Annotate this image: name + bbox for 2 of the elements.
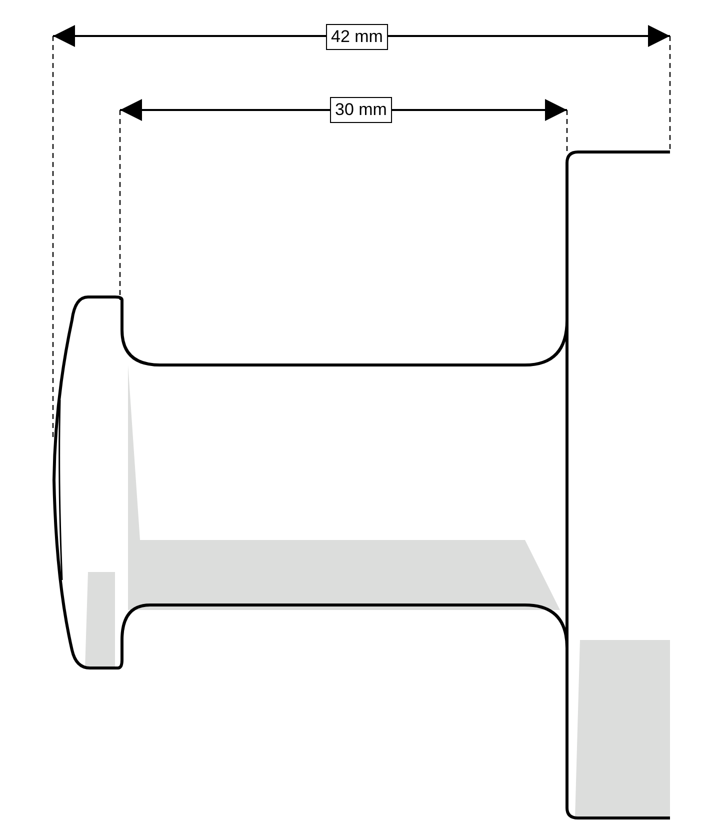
dimension-label: 30 mm [330, 97, 392, 123]
dimension-label: 42 mm [326, 24, 388, 50]
